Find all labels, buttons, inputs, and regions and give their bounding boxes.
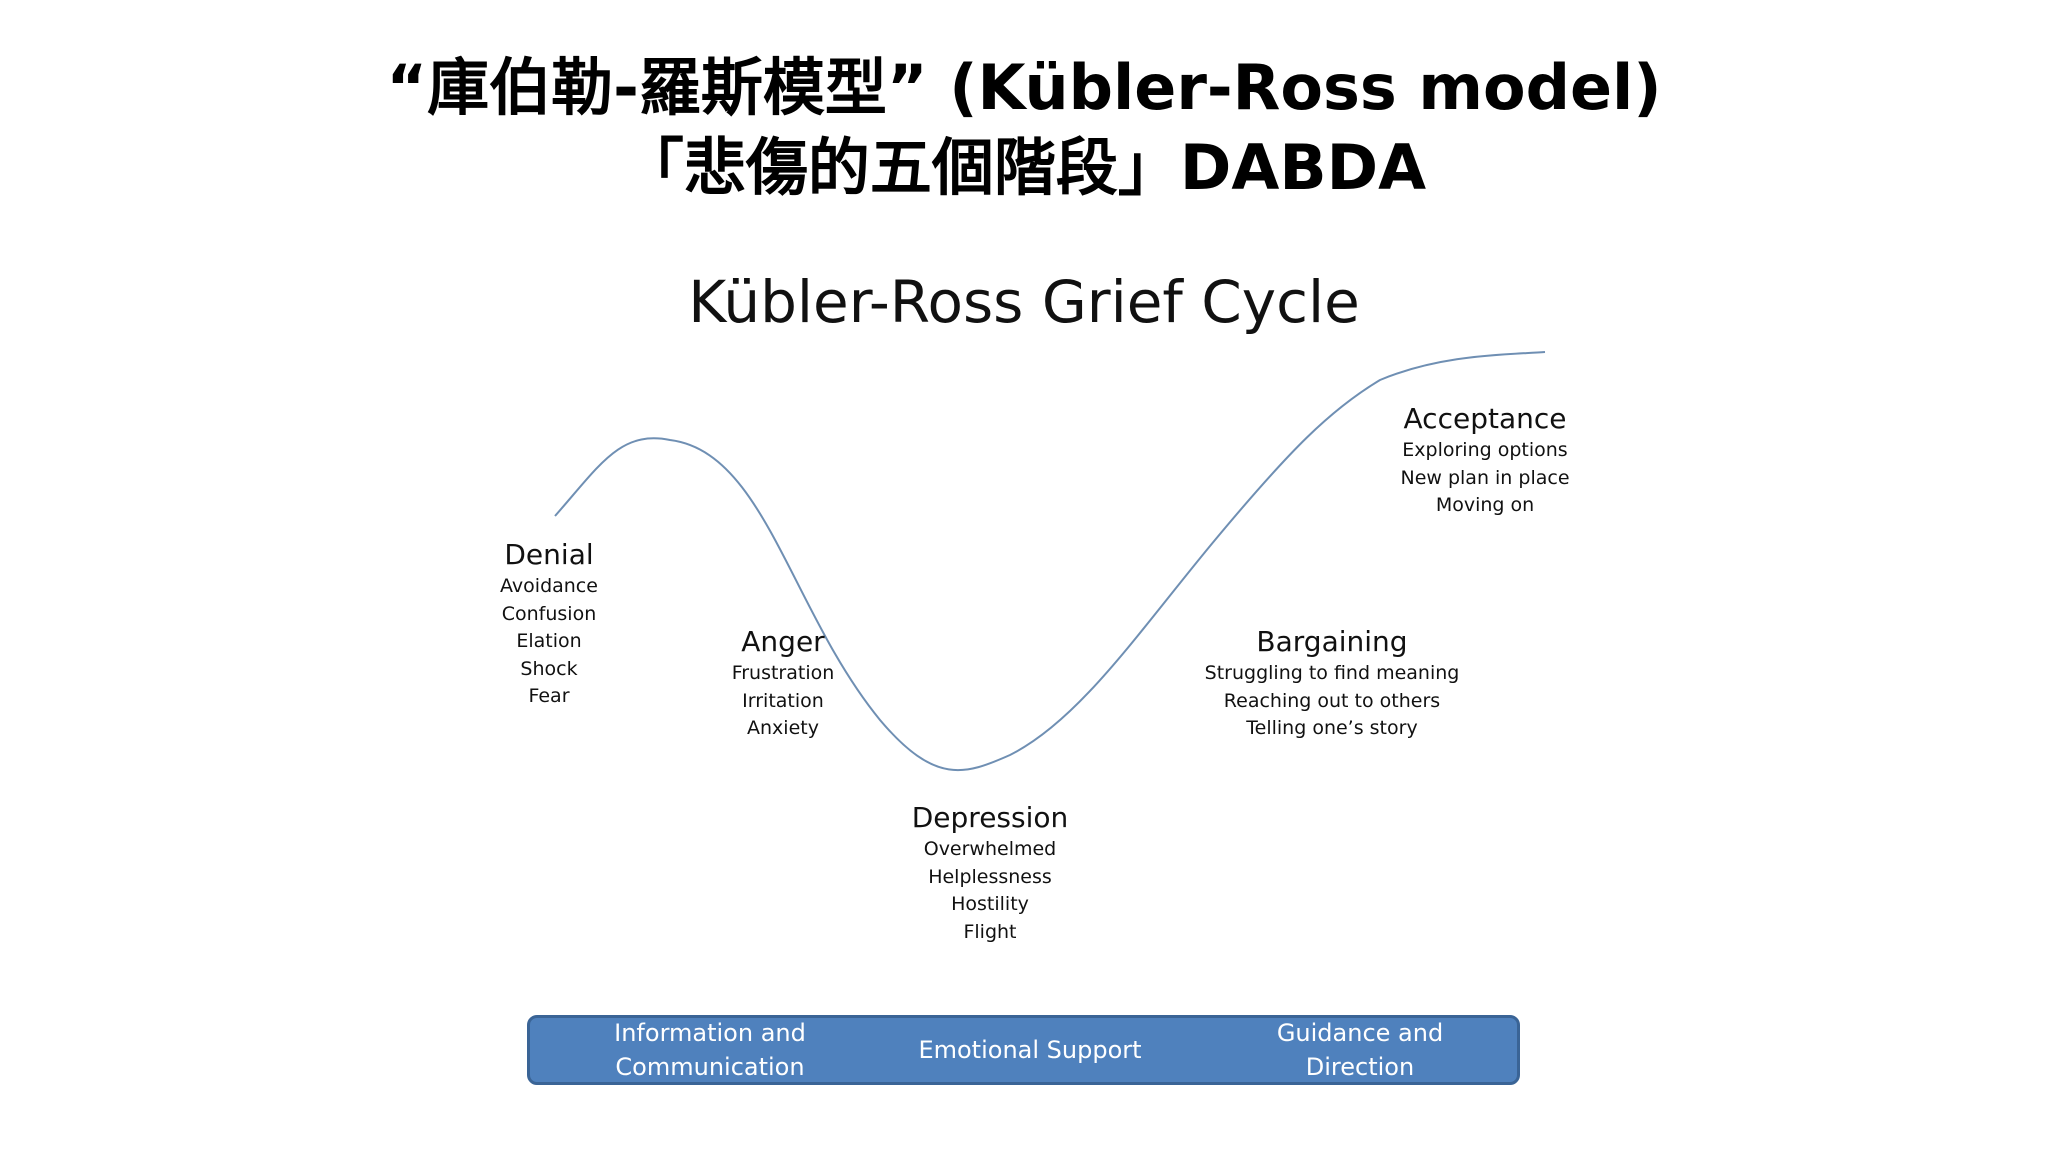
slide-title-line-1: “庫伯勒-羅斯模型” (Kübler-Ross model): [386, 51, 1662, 124]
stage-depression-item: Hostility: [951, 893, 1029, 915]
stage-denial: Denial Avoidance Confusion Elation Shock…: [339, 537, 759, 711]
stage-anger: Anger Frustration Irritation Anxiety: [573, 624, 993, 743]
stage-bargaining-item: Telling one’s story: [1246, 717, 1418, 739]
stage-anger-item: Irritation: [742, 689, 824, 712]
stage-denial-item: Confusion: [501, 602, 597, 625]
stage-denial-item: Fear: [528, 685, 570, 707]
stage-acceptance-item: New plan in place: [1400, 466, 1570, 489]
stage-acceptance-name: Acceptance: [1403, 402, 1567, 435]
support-label-emotional: Emotional Support: [860, 1018, 1200, 1082]
stage-acceptance: Acceptance Exploring options New plan in…: [1275, 401, 1695, 520]
support-label-information-line-1: Information and: [614, 1019, 806, 1047]
support-label-guidance-line-1: Guidance and: [1276, 1019, 1444, 1047]
support-label-information-line-2: Communication: [615, 1053, 805, 1081]
stage-bargaining-name: Bargaining: [1256, 625, 1408, 658]
support-label-emotional-line-1: Emotional Support: [918, 1036, 1142, 1064]
support-label-guidance-line-2: Direction: [1305, 1053, 1415, 1081]
stage-denial-item: Avoidance: [500, 575, 598, 597]
stage-bargaining-item: Struggling to find meaning: [1204, 662, 1460, 684]
support-bar: Information and Communication Emotional …: [527, 1015, 1520, 1085]
stage-depression-item: Helplessness: [928, 865, 1052, 888]
slide-title-line-2: 「悲傷的五個階段」DABDA: [621, 131, 1427, 204]
stage-denial-item: Elation: [516, 630, 582, 652]
stage-depression-item: Overwhelmed: [923, 838, 1057, 860]
stage-bargaining-item: Reaching out to others: [1223, 689, 1441, 712]
stage-bargaining: Bargaining Struggling to find meaning Re…: [1122, 624, 1542, 743]
stage-depression-name: Depression: [911, 801, 1069, 834]
stage-acceptance-item: Exploring options: [1402, 439, 1568, 461]
grief-curve: [554, 351, 1546, 771]
diagram-title: Kübler-Ross Grief Cycle: [688, 268, 1360, 336]
stage-anger-name: Anger: [741, 625, 825, 658]
support-label-information: Information and Communication: [570, 1018, 850, 1082]
stage-denial-item: Shock: [520, 657, 578, 680]
stage-anger-item: Anxiety: [747, 717, 819, 739]
stage-denial-name: Denial: [504, 538, 594, 571]
stage-depression-item: Flight: [963, 920, 1017, 943]
stage-acceptance-item: Moving on: [1435, 494, 1535, 516]
support-label-guidance: Guidance and Direction: [1220, 1018, 1500, 1082]
stage-depression: Depression Overwhelmed Helplessness Host…: [780, 800, 1200, 946]
stage-anger-item: Frustration: [731, 662, 835, 684]
